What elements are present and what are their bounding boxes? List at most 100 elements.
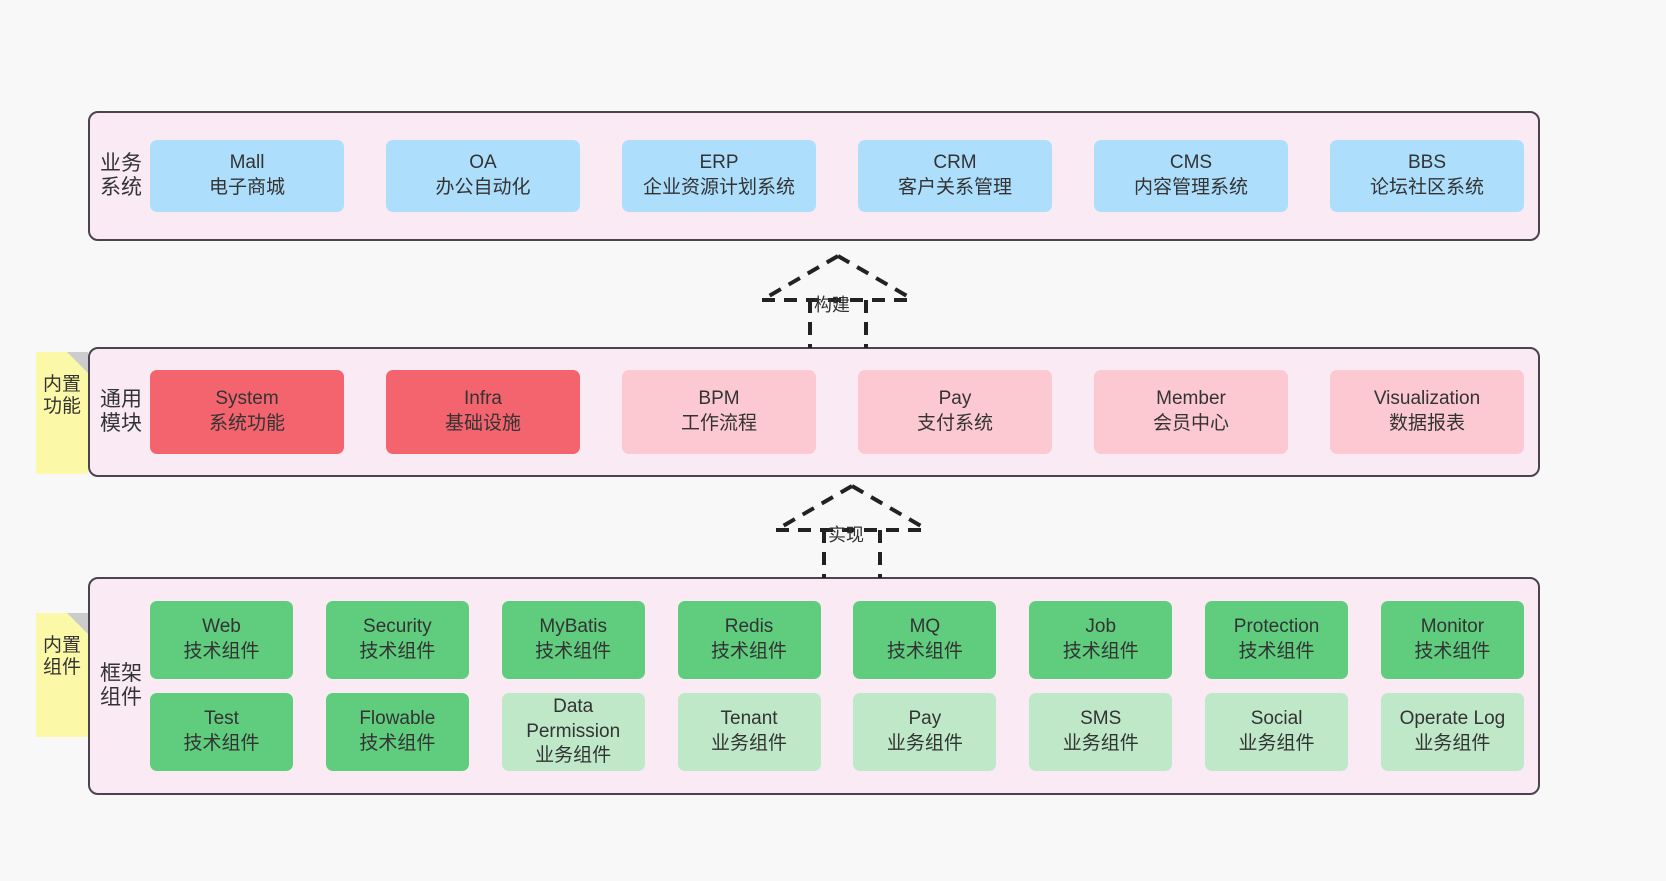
node-pay-component-name: Pay bbox=[908, 708, 942, 730]
node-infra-desc: 基础设施 bbox=[444, 413, 521, 434]
node-protection-desc: 技术组件 bbox=[1238, 641, 1315, 662]
node-security-name: Security bbox=[363, 616, 432, 638]
note-builtin-components: 内置组件 bbox=[36, 613, 88, 737]
layer-title-framework: 框架组件 bbox=[100, 661, 142, 709]
node-redis-name: Redis bbox=[724, 616, 774, 638]
node-protection-name: Protection bbox=[1233, 616, 1320, 638]
node-member-desc: 会员中心 bbox=[1152, 413, 1229, 434]
node-system-name: System bbox=[215, 388, 279, 410]
layer-business-boxes: Mall 电子商城 OA 办公自动化 ERP 企业资源计划系统 CRM 客户关系… bbox=[144, 113, 1538, 239]
note-builtin-components-label: 内置组件 bbox=[42, 635, 81, 679]
node-web-name: Web bbox=[202, 616, 241, 638]
node-pay-module-desc: 支付系统 bbox=[916, 413, 993, 434]
node-social-desc: 业务组件 bbox=[1238, 733, 1315, 754]
node-job[interactable]: Job 技术组件 bbox=[1029, 601, 1173, 679]
node-sms[interactable]: SMS 业务组件 bbox=[1029, 693, 1173, 771]
node-mq[interactable]: MQ 技术组件 bbox=[853, 601, 997, 679]
node-bbs-desc: 论坛社区系统 bbox=[1369, 177, 1484, 198]
layer-title-common: 通用模块 bbox=[100, 387, 142, 435]
node-member-name: Member bbox=[1156, 388, 1226, 410]
node-flowable-desc: 技术组件 bbox=[359, 733, 436, 754]
node-pay-component[interactable]: Pay 业务组件 bbox=[853, 693, 997, 771]
node-mq-name: MQ bbox=[909, 616, 941, 638]
node-data-permission-name: Data Permission bbox=[526, 695, 621, 742]
node-operate-log-desc: 业务组件 bbox=[1414, 733, 1491, 754]
node-pay-module[interactable]: Pay 支付系统 bbox=[858, 370, 1052, 454]
node-erp[interactable]: ERP 企业资源计划系统 bbox=[622, 140, 816, 212]
node-job-desc: 技术组件 bbox=[1062, 641, 1139, 662]
node-monitor-desc: 技术组件 bbox=[1414, 641, 1491, 662]
node-operate-log[interactable]: Operate Log 业务组件 bbox=[1380, 693, 1524, 771]
node-social[interactable]: Social 业务组件 bbox=[1205, 693, 1349, 771]
node-flowable[interactable]: Flowable 技术组件 bbox=[325, 693, 469, 771]
node-bpm-desc: 工作流程 bbox=[680, 413, 757, 434]
node-bbs[interactable]: BBS 论坛社区系统 bbox=[1330, 140, 1524, 212]
node-job-name: Job bbox=[1085, 616, 1117, 638]
node-cms[interactable]: CMS 内容管理系统 bbox=[1094, 140, 1288, 212]
node-crm[interactable]: CRM 客户关系管理 bbox=[858, 140, 1052, 212]
node-monitor-name: Monitor bbox=[1420, 616, 1485, 638]
node-mall-name: Mall bbox=[229, 152, 265, 174]
node-crm-desc: 客户关系管理 bbox=[897, 177, 1012, 198]
node-tenant-name: Tenant bbox=[720, 708, 778, 730]
layer-business-systems: 业务系统 Mall 电子商城 OA 办公自动化 ERP 企业资源计划系统 CRM… bbox=[88, 111, 1540, 241]
node-social-name: Social bbox=[1250, 708, 1303, 730]
node-security[interactable]: Security 技术组件 bbox=[325, 601, 469, 679]
node-mq-desc: 技术组件 bbox=[886, 641, 963, 662]
node-sms-name: SMS bbox=[1080, 708, 1122, 730]
node-bbs-name: BBS bbox=[1407, 152, 1447, 174]
node-cms-name: CMS bbox=[1169, 152, 1213, 174]
node-visualization[interactable]: Visualization 数据报表 bbox=[1330, 370, 1524, 454]
node-erp-desc: 企业资源计划系统 bbox=[642, 177, 795, 198]
node-security-desc: 技术组件 bbox=[359, 641, 436, 662]
node-redis[interactable]: Redis 技术组件 bbox=[677, 601, 821, 679]
node-mybatis-desc: 技术组件 bbox=[535, 641, 612, 662]
node-system-desc: 系统功能 bbox=[208, 413, 285, 434]
node-sms-desc: 业务组件 bbox=[1062, 733, 1139, 754]
node-infra[interactable]: Infra 基础设施 bbox=[386, 370, 580, 454]
node-system[interactable]: System 系统功能 bbox=[150, 370, 344, 454]
connector-build: 构建 bbox=[748, 252, 928, 348]
node-web[interactable]: Web 技术组件 bbox=[150, 601, 293, 679]
node-test[interactable]: Test 技术组件 bbox=[150, 693, 293, 771]
node-flowable-name: Flowable bbox=[359, 708, 436, 730]
node-bpm[interactable]: BPM 工作流程 bbox=[622, 370, 816, 454]
node-pay-component-desc: 业务组件 bbox=[886, 733, 963, 754]
node-data-permission-desc: 业务组件 bbox=[535, 745, 612, 767]
connector-implement: 实现 bbox=[762, 482, 942, 578]
node-monitor[interactable]: Monitor 技术组件 bbox=[1380, 601, 1524, 679]
node-oa-desc: 办公自动化 bbox=[435, 177, 531, 198]
note-builtin-functions-label: 内置功能 bbox=[42, 374, 81, 418]
node-oa-name: OA bbox=[469, 152, 497, 174]
node-erp-name: ERP bbox=[699, 152, 739, 174]
page-fold-icon bbox=[67, 352, 88, 373]
framework-tech-row: Web 技术组件 Security 技术组件 MyBatis 技术组件 Redi… bbox=[150, 601, 1524, 679]
layer-framework-boxes: Web 技术组件 Security 技术组件 MyBatis 技术组件 Redi… bbox=[144, 579, 1538, 793]
node-mall[interactable]: Mall 电子商城 bbox=[150, 140, 344, 212]
node-visualization-name: Visualization bbox=[1373, 388, 1481, 410]
note-builtin-functions: 内置功能 bbox=[36, 352, 88, 474]
node-cms-desc: 内容管理系统 bbox=[1133, 177, 1248, 198]
framework-biz-row: Test 技术组件 Flowable 技术组件 Data Permission … bbox=[150, 693, 1524, 771]
node-tenant-desc: 业务组件 bbox=[711, 733, 788, 754]
node-bpm-name: BPM bbox=[698, 388, 740, 410]
node-web-desc: 技术组件 bbox=[183, 641, 260, 662]
node-mall-desc: 电子商城 bbox=[208, 177, 285, 198]
node-operate-log-name: Operate Log bbox=[1399, 708, 1506, 730]
node-member[interactable]: Member 会员中心 bbox=[1094, 370, 1288, 454]
connector-implement-label: 实现 bbox=[828, 525, 864, 545]
connector-build-label: 构建 bbox=[814, 295, 850, 315]
node-protection[interactable]: Protection 技术组件 bbox=[1205, 601, 1349, 679]
node-tenant[interactable]: Tenant 业务组件 bbox=[677, 693, 821, 771]
node-mybatis[interactable]: MyBatis 技术组件 bbox=[501, 601, 645, 679]
layer-title-business: 业务系统 bbox=[100, 151, 142, 199]
node-data-permission[interactable]: Data Permission 业务组件 bbox=[501, 693, 645, 771]
node-infra-name: Infra bbox=[463, 388, 503, 410]
node-oa[interactable]: OA 办公自动化 bbox=[386, 140, 580, 212]
node-test-desc: 技术组件 bbox=[183, 733, 260, 754]
node-mybatis-name: MyBatis bbox=[539, 616, 607, 638]
page-fold-icon bbox=[67, 613, 88, 634]
layer-common-boxes: System 系统功能 Infra 基础设施 BPM 工作流程 Pay 支付系统… bbox=[144, 349, 1538, 475]
node-pay-module-name: Pay bbox=[938, 388, 972, 410]
